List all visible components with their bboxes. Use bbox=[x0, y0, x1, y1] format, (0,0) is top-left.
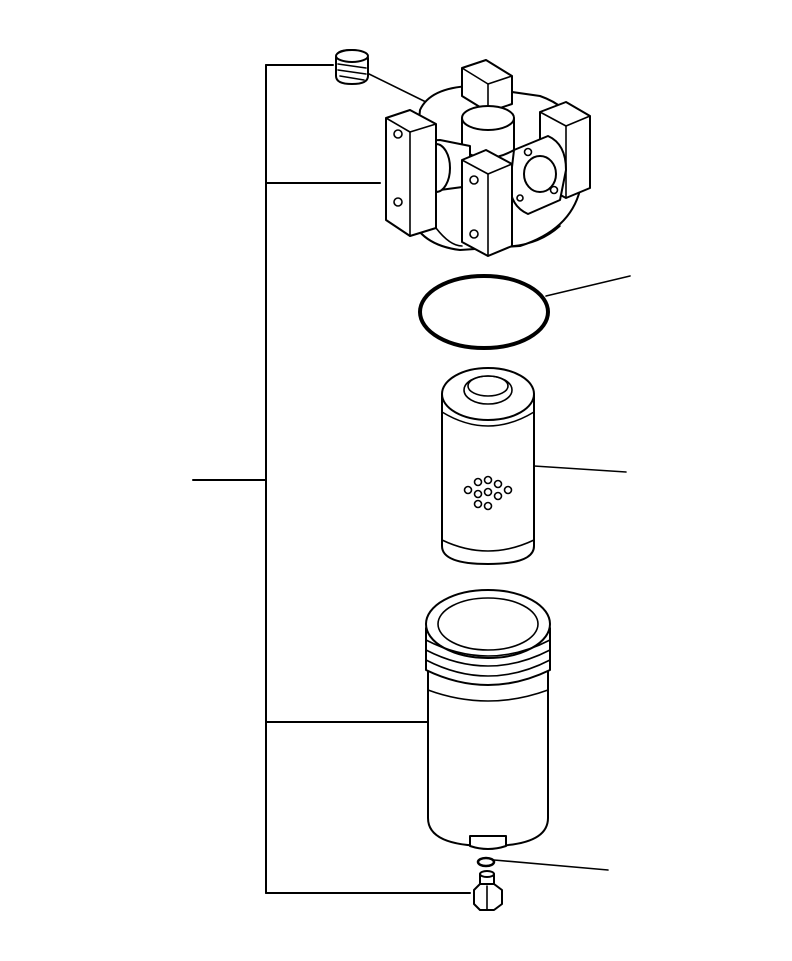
drain-plug-icon bbox=[473, 870, 503, 911]
assembly-bracket bbox=[192, 64, 471, 894]
filter-case-icon bbox=[425, 589, 551, 850]
perforation-holes bbox=[463, 475, 513, 511]
small-o-ring-icon bbox=[476, 856, 609, 871]
filter-head-icon bbox=[385, 59, 591, 257]
o-ring-icon bbox=[418, 274, 631, 350]
plug-icon bbox=[335, 49, 431, 105]
filter-element-icon bbox=[441, 367, 627, 565]
